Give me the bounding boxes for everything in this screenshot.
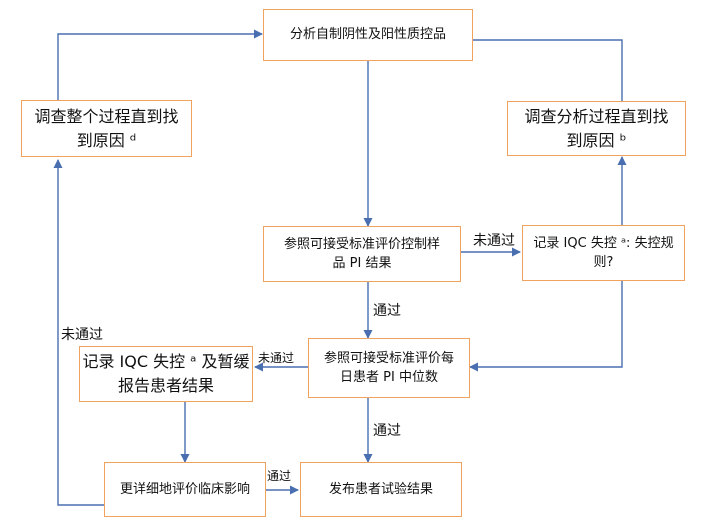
node-investigate-all: 调查整个过程直到找 到原因 ᵈ (21, 100, 192, 157)
label-pass-right: 通过 (267, 469, 292, 483)
label-fail-right: 未通过 (473, 233, 515, 249)
node-record-iqc-line1: 记录 IQC 失控 ᵃ: 失控规 (533, 235, 674, 251)
node-record-iqc-hold: 记录 IQC 失控 ᵃ 及暂缓 报告患者结果 (79, 346, 253, 402)
label-fail-left-up: 未通过 (61, 327, 103, 343)
node-refer-median-line1: 参照可接受标准评价每 (323, 350, 454, 366)
node-release-results: 发布患者试验结果 (300, 462, 462, 517)
node-investigate-analysis-line2: 到原因 ᵇ (566, 130, 627, 150)
node-release-text: 发布患者试验结果 (328, 481, 433, 497)
arrow-investigate-all-to-analyze (57, 29, 263, 100)
arrow-investigate-analysis-to-analyze (461, 35, 623, 101)
node-record-hold-line2: 报告患者结果 (117, 376, 214, 395)
node-refer-control-line2: 品 PI 结果 (332, 256, 392, 271)
arrow-detailed-eval-to-investigate-all (53, 159, 104, 506)
node-refer-control-line1: 参照可接受标准评价控制样 (283, 236, 440, 252)
node-refer-median-line2: 日患者 PI 中位数 (340, 370, 438, 385)
node-investigate-all-line1: 调查整个过程直到找 (34, 106, 179, 126)
node-refer-control-pi: 参照可接受标准评价控制样 品 PI 结果 (263, 226, 461, 282)
node-detailed-eval-text: 更详细地评价临床影响 (119, 481, 250, 497)
node-record-iqc-rule: 记录 IQC 失控 ᵃ: 失控规 则? (522, 225, 685, 281)
node-investigate-analysis: 调查分析过程直到找 到原因 ᵇ (507, 101, 686, 156)
arrow-record-iqc-to-refer-median (469, 281, 623, 372)
node-analyze-controls-text: 分析自制阴性及阳性质控品 (289, 27, 446, 43)
node-record-iqc-line2: 则? (593, 255, 614, 270)
node-detailed-clinical-eval: 更详细地评价临床影响 (104, 462, 266, 517)
node-investigate-all-line2: 到原因 ᵈ (76, 130, 137, 150)
label-fail-left-mid: 未通过 (258, 351, 295, 365)
node-record-hold-line1: 记录 IQC 失控 ᵃ 及暂缓 (82, 352, 250, 371)
node-refer-patient-median: 参照可接受标准评价每 日患者 PI 中位数 (308, 338, 470, 398)
label-pass-down-2: 通过 (373, 423, 401, 439)
node-analyze-controls: 分析自制阴性及阳性质控品 (263, 9, 473, 61)
node-investigate-analysis-line1: 调查分析过程直到找 (524, 106, 669, 126)
label-pass-down-1: 通过 (373, 303, 401, 319)
